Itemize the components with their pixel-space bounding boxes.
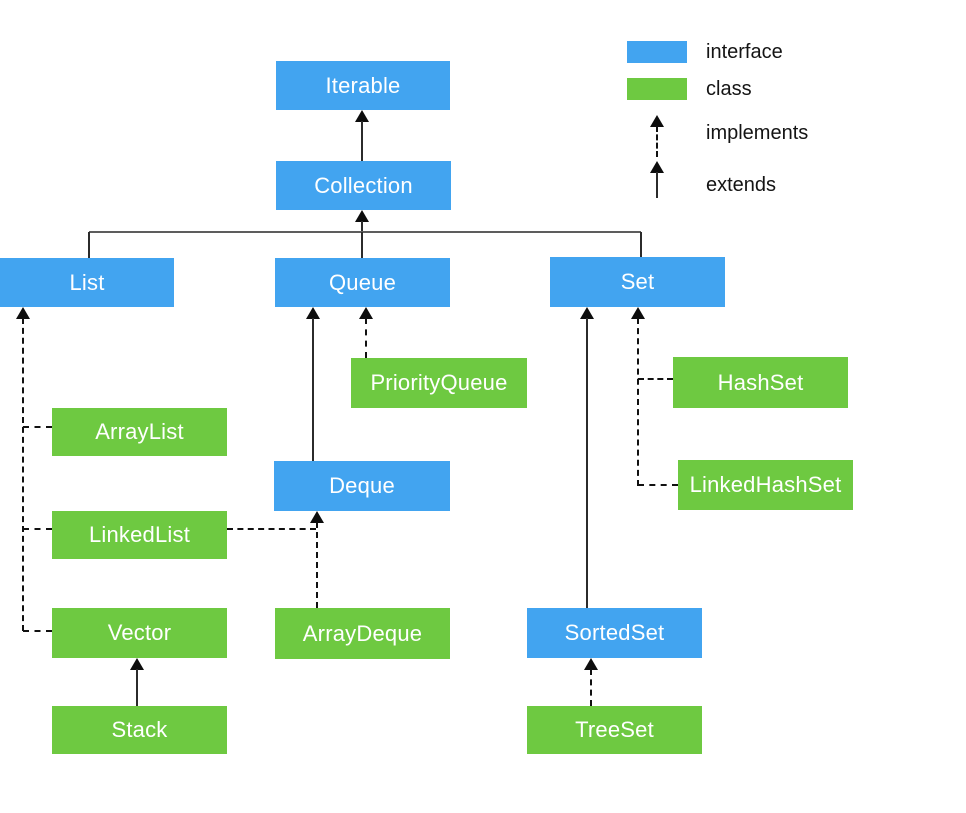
- legend-class-label: class: [706, 78, 752, 100]
- arrowhead-up-icon: [310, 511, 324, 523]
- node-deque: Deque: [274, 461, 450, 511]
- arrowhead-up-icon: [16, 307, 30, 319]
- arrowhead-up-icon: [584, 658, 598, 670]
- edge-tree-set-drop-line: [640, 232, 642, 257]
- legend-implements-arrow-line: [656, 126, 658, 157]
- arrowhead-up-icon: [631, 307, 645, 319]
- edge-linkedlist-implements-deque-line: [227, 528, 316, 530]
- legend-implements-label: implements: [706, 122, 809, 144]
- legend-class-swatch: [627, 78, 687, 100]
- node-iterable: Iterable: [276, 61, 450, 110]
- legend-extends-arrowhead-icon: [650, 161, 664, 173]
- legend-extends-arrow-line: [656, 172, 658, 198]
- node-linkedhashset: LinkedHashSet: [678, 460, 853, 510]
- node-vector: Vector: [52, 608, 227, 658]
- edge-linkedhashset-implements-set-line: [638, 484, 678, 486]
- node-list: List: [0, 258, 174, 307]
- arrowhead-up-icon: [359, 307, 373, 319]
- edge-collection-extends-iterable-line: [361, 121, 363, 161]
- legend-interface-label: interface: [706, 41, 783, 63]
- node-arraylist: ArrayList: [52, 408, 227, 456]
- edge-set-implementations-trunk-line: [637, 318, 639, 486]
- arrowhead-up-icon: [580, 307, 594, 319]
- edge-priorityqueue-implements-queue-line: [365, 318, 367, 358]
- edge-arraylist-implements-list-line: [23, 426, 52, 428]
- legend-extends-label: extends: [706, 174, 777, 196]
- edge-treeset-implements-sortedset-line: [590, 669, 592, 706]
- edge-deque-extends-queue-line: [312, 318, 314, 461]
- edge-linkedlist-implements-list-line: [23, 528, 52, 530]
- edge-hashset-implements-set-line: [638, 378, 673, 380]
- node-stack: Stack: [52, 706, 227, 754]
- arrowhead-up-icon: [130, 658, 144, 670]
- edge-tree-collection-stem-line: [361, 221, 363, 232]
- edge-tree-horizontal-line: [89, 231, 641, 233]
- node-queue: Queue: [275, 258, 450, 307]
- legend-interface-swatch: [627, 41, 687, 63]
- arrowhead-up-icon: [355, 210, 369, 222]
- node-set: Set: [550, 257, 725, 307]
- node-priorityqueue: PriorityQueue: [351, 358, 527, 408]
- legend-implements-arrowhead-icon: [650, 115, 664, 127]
- node-linkedlist: LinkedList: [52, 511, 227, 559]
- node-hashset: HashSet: [673, 357, 848, 408]
- edge-stack-extends-vector-line: [136, 669, 138, 706]
- node-sortedset: SortedSet: [527, 608, 702, 658]
- edge-tree-queue-drop-line: [361, 232, 363, 258]
- edge-arraydeque-implements-deque-line: [316, 522, 318, 608]
- arrowhead-up-icon: [306, 307, 320, 319]
- edge-sortedset-extends-set-line: [586, 318, 588, 608]
- arrowhead-up-icon: [355, 110, 369, 122]
- node-arraydeque: ArrayDeque: [275, 608, 450, 659]
- node-collection: Collection: [276, 161, 451, 210]
- edge-tree-list-drop-line: [88, 232, 90, 259]
- edge-list-implementations-trunk-line: [22, 318, 24, 631]
- node-treeset: TreeSet: [527, 706, 702, 754]
- edge-vector-implements-list-line: [23, 630, 52, 632]
